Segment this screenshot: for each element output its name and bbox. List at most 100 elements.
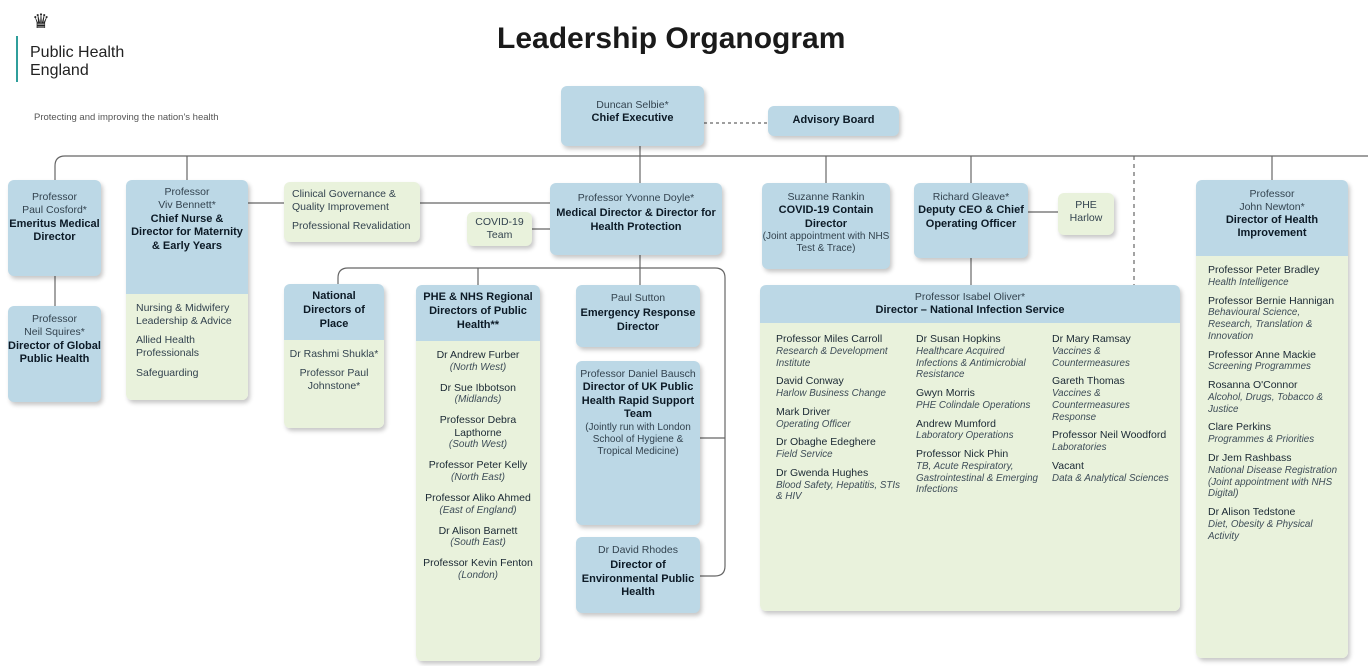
regional-person: Professor Kevin Fenton(London) <box>423 557 533 581</box>
rankin-title: COVID-19 Contain Director <box>778 203 874 230</box>
page-title: Leadership Organogram <box>497 22 846 55</box>
oliver-header: Professor Isabel Oliver* Director – Nati… <box>760 285 1180 323</box>
bausch-note: (Jointly run with London School of Hygie… <box>585 422 691 458</box>
regional-title: PHE & NHS Regional Directors of Public H… <box>423 291 533 331</box>
regional-person: Professor Peter Kelly(North East) <box>428 459 528 483</box>
rankin-box: Suzanne Rankin COVID-19 Contain Director… <box>762 183 890 269</box>
squires-title: Director of Global Public Health <box>8 339 101 366</box>
bannett-items: Nursing & Midwifery Leadership & Advice … <box>126 294 248 400</box>
place-person: Dr Rashmi Shukla* <box>289 348 379 360</box>
regional-people: Dr Andrew Furber(North West) Dr Sue Ibbo… <box>416 341 540 661</box>
place-header: National Directors of Place <box>284 284 384 340</box>
bannett-name-1: Professor <box>164 186 210 198</box>
clinical-item: Professional Revalidation <box>292 220 411 233</box>
regional-person: Dr Sue Ibbotson(Midlands) <box>440 381 516 406</box>
newton-name-2: John Newton* <box>1239 200 1305 213</box>
top-horizontal-line <box>54 155 1368 180</box>
covid-team-title: COVID-19 Team <box>475 216 524 242</box>
ceo-box: Duncan Selbie* Chief Executive <box>561 86 704 146</box>
royal-crest-icon: ♛ <box>32 11 50 33</box>
tagline: Protecting and improving the nation's he… <box>34 112 219 123</box>
regional-person: Dr Alison Barnett(South East) <box>438 524 518 549</box>
bannett-item: Nursing & Midwifery Leadership & Advice <box>136 302 232 328</box>
doyle-title: Medical Director & Director for Health P… <box>556 206 716 233</box>
rankin-note: (Joint appointment with NHS Test & Trace… <box>762 231 890 255</box>
squires-box: Professor Neil Squires* Director of Glob… <box>8 306 101 402</box>
squires-name-2: Neil Squires* <box>24 325 85 338</box>
costford-title: Emeritus Medical Director <box>9 217 100 244</box>
squires-name-1: Professor <box>32 313 77 325</box>
costford-name-2: Paul Cosford* <box>22 203 87 216</box>
sutton-box: Paul Sutton Emergency Response Director <box>576 285 700 347</box>
logo-bar <box>16 36 18 82</box>
regional-person: Professor Debra Lapthorne(South West) <box>439 414 517 451</box>
costford-box: Professor Paul Cosford* Emeritus Medical… <box>8 180 101 276</box>
advisory-board-title: Advisory Board <box>792 114 875 126</box>
harlow-box: PHE Harlow <box>1058 193 1114 235</box>
gleave-box: Richard Gleave* Deputy CEO & Chief Opera… <box>914 183 1028 258</box>
bausch-name: Professor Daniel Bausch <box>580 368 696 380</box>
bausch-box: Professor Daniel Bausch Director of UK P… <box>576 361 700 525</box>
bannett-box: Professor Viv Bennett* Chief Nurse & Dir… <box>126 180 248 400</box>
ceo-name: Duncan Selbie* <box>596 99 669 111</box>
newton-header: Professor John Newton* Director of Healt… <box>1196 180 1348 256</box>
oliver-title: Director – National Infection Service <box>875 303 1065 316</box>
doyle-name: Professor Yvonne Doyle* <box>577 192 695 204</box>
place-people: Dr Rashmi Shukla* Professor Paul Johnsto… <box>284 340 384 428</box>
bannett-name-2: Viv Bennett* <box>158 198 216 211</box>
clinical-item: Clinical Governance & Quality Improvemen… <box>292 188 396 214</box>
place-title: National Directors of Place <box>303 290 365 330</box>
regional-box: PHE & NHS Regional Directors of Public H… <box>416 285 540 661</box>
phe-logo: Public Health England <box>30 44 170 79</box>
harlow-title: PHE Harlow <box>1069 199 1103 225</box>
rhodes-box: Dr David Rhodes Director of Environmenta… <box>576 537 700 613</box>
ceo-title: Chief Executive <box>591 111 674 124</box>
newton-box: Professor John Newton* Director of Healt… <box>1196 180 1348 658</box>
bausch-title: Director of UK Public Health Rapid Suppo… <box>581 380 695 421</box>
logo-line-1: Public Health <box>30 44 125 61</box>
sutton-name: Paul Sutton <box>610 292 666 304</box>
place-person: Professor Paul Johnstone* <box>299 367 369 393</box>
bannett-item: Allied Health Professionals <box>136 334 200 360</box>
newton-title: Director of Health Improvement <box>1225 213 1319 240</box>
oliver-box: Professor Isabel Oliver* Director – Nati… <box>760 285 1180 611</box>
newton-name-1: Professor <box>1249 188 1295 200</box>
advisory-board-box: Advisory Board <box>768 106 899 136</box>
costford-name-1: Professor <box>32 191 77 203</box>
oliver-name: Professor Isabel Oliver* <box>914 291 1026 303</box>
bannett-item: Safeguarding <box>136 366 199 379</box>
regional-person: Dr Andrew Furber(North West) <box>436 349 520 373</box>
clinical-governance-box: Clinical Governance & Quality Improvemen… <box>284 182 420 242</box>
regional-person: Professor Aliko Ahmed(East of England) <box>425 491 531 516</box>
rhodes-name: Dr David Rhodes <box>598 544 678 556</box>
gleave-name: Richard Gleave* <box>932 191 1010 203</box>
bannett-header: Professor Viv Bennett* Chief Nurse & Dir… <box>126 180 248 294</box>
rankin-name: Suzanne Rankin <box>787 191 865 203</box>
place-box: National Directors of Place Dr Rashmi Sh… <box>284 284 384 428</box>
doyle-box: Professor Yvonne Doyle* Medical Director… <box>550 183 722 255</box>
sutton-title: Emergency Response Director <box>580 306 696 333</box>
